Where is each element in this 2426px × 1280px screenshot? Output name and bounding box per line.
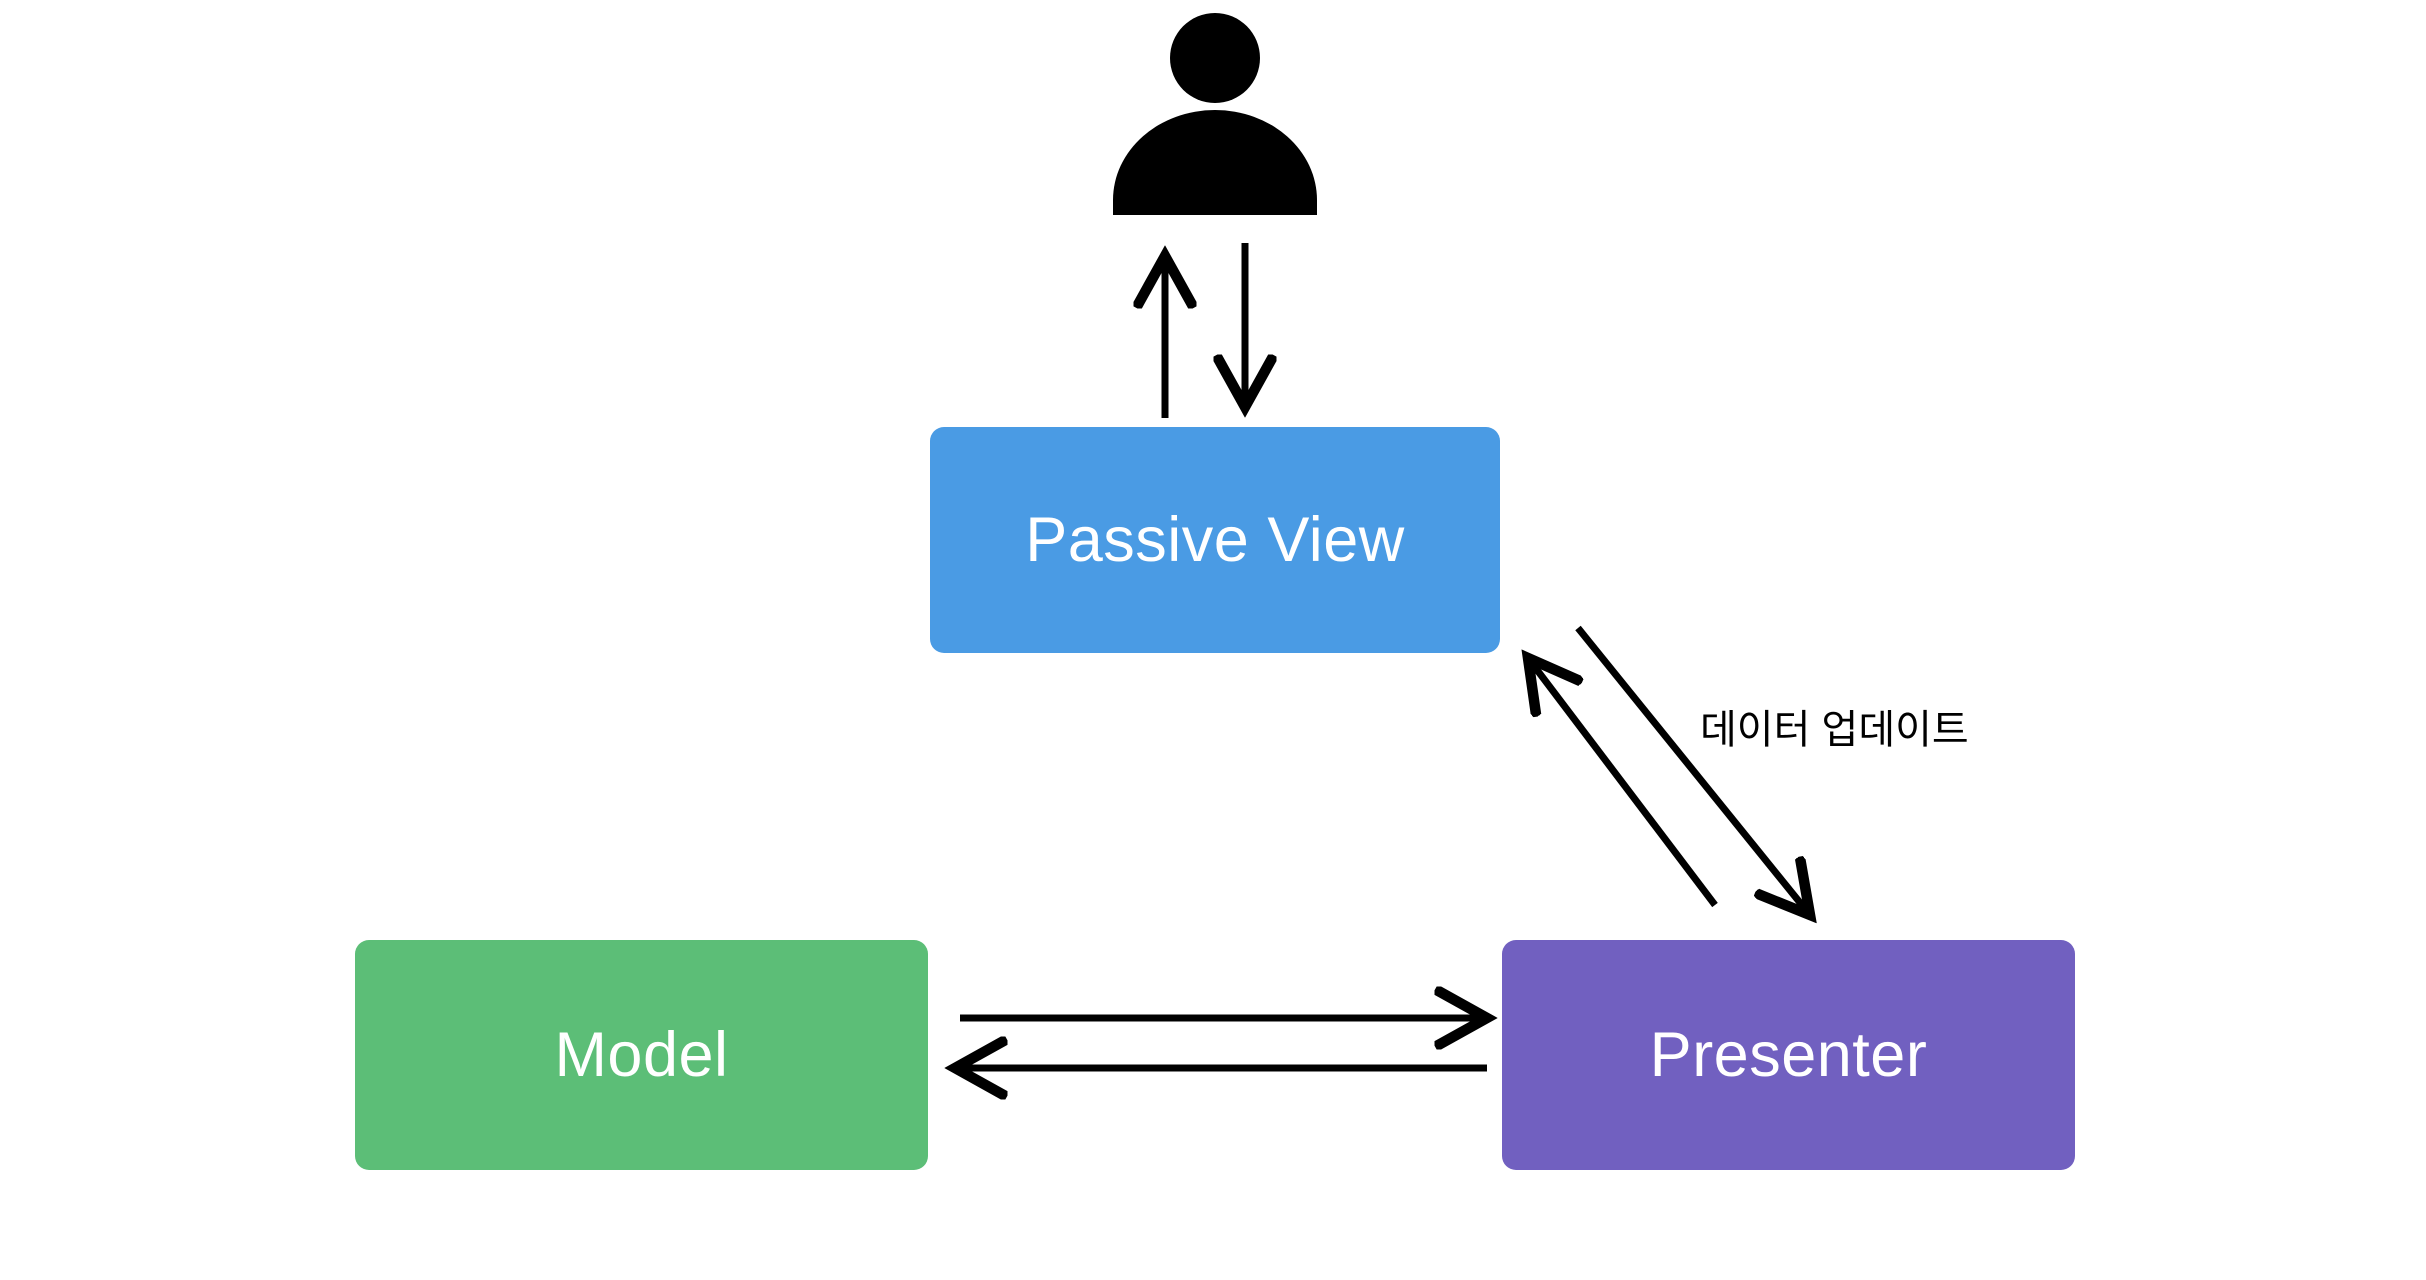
edge-view-to-presenter [1575,625,1810,915]
edge-presenter-to-view [1528,658,1718,908]
node-presenter-label: Presenter [1649,1020,1928,1090]
user-body-shape [1113,110,1317,215]
node-presenter[interactable]: Presenter [1502,940,2075,1170]
edge-label-data-update: 데이터 업데이트 [1700,708,1969,752]
user-head-shape [1170,13,1260,103]
node-passive-view[interactable]: Passive View [930,427,1500,653]
node-passive-view-label: Passive View [1025,505,1405,575]
actor-user [1103,8,1327,220]
node-model[interactable]: Model [355,940,928,1170]
node-model-label: Model [554,1020,729,1090]
user-person-icon [1113,13,1317,215]
